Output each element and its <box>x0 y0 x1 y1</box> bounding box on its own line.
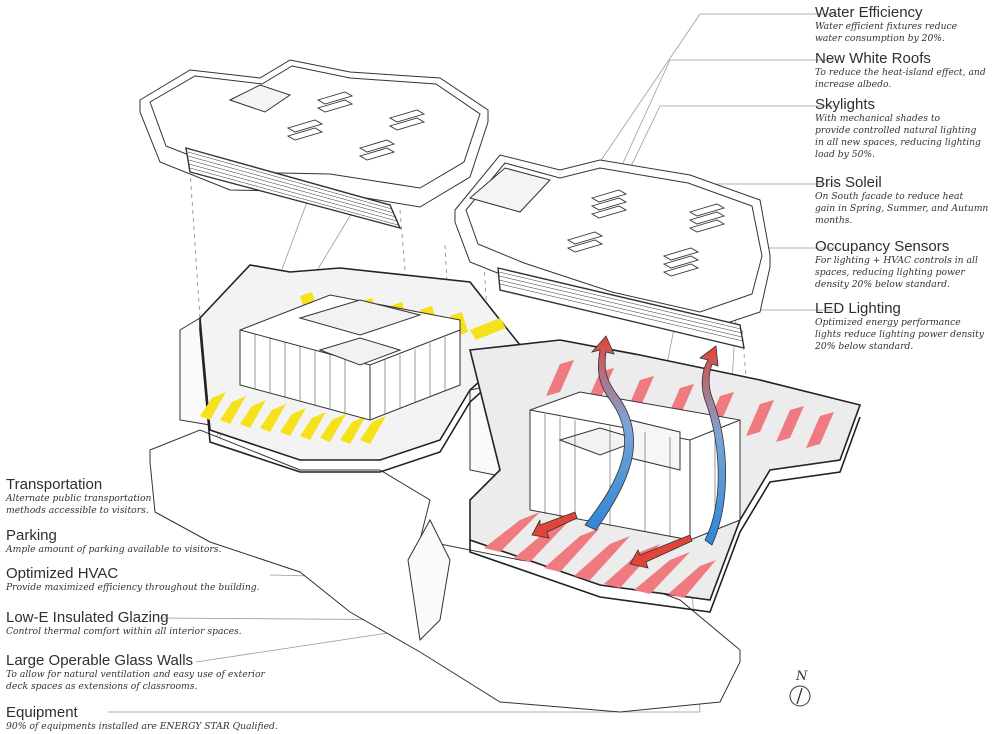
north-label: N <box>796 669 808 684</box>
annotation-line: load by 50%. <box>815 149 876 160</box>
annotation-skylights: Skylights With mechanical shades to prov… <box>815 96 995 161</box>
floor-plate-left <box>199 264 522 473</box>
annotation-line: density 20% below standard. <box>815 279 950 290</box>
annotation-title: Parking <box>6 527 57 544</box>
floor-plate-right <box>469 339 862 613</box>
annotation-line: 20% below standard. <box>815 341 914 352</box>
annotation-transportation: Transportation Alternate public transpor… <box>6 476 336 517</box>
annotation-line: On South facade to reduce heat <box>815 191 964 202</box>
airflow-arrows <box>531 335 727 569</box>
annotation-line: To allow for natural ventilation and eas… <box>6 669 265 680</box>
annotation-optimized-hvac: Optimized HVAC Provide maximized efficie… <box>6 565 336 594</box>
annotation-line: Control thermal comfort within all inter… <box>6 626 242 637</box>
annotation-line: spaces, reducing lighting power <box>815 267 965 278</box>
annotation-occupancy-sensors: Occupancy Sensors For lighting + HVAC co… <box>815 238 995 291</box>
annotation-bris-soleil: Bris Soleil On South facade to reduce he… <box>815 174 995 227</box>
annotation-line: methods accessible to visitors. <box>6 505 149 516</box>
annotation-line: deck spaces as extensions of classrooms. <box>6 681 198 692</box>
annotation-parking: Parking Ample amount of parking availabl… <box>6 527 336 556</box>
annotation-title: Bris Soleil <box>815 174 882 191</box>
annotation-line: Ample amount of parking available to vis… <box>6 544 222 555</box>
annotation-line: Provide maximized efficiency throughout … <box>6 582 260 593</box>
annotation-title: New White Roofs <box>815 50 931 67</box>
annotation-line: increase albedo. <box>815 79 892 90</box>
annotation-line: provide controlled natural lighting <box>815 125 977 136</box>
annotation-new-white-roofs: New White Roofs To reduce the heat-islan… <box>815 50 995 91</box>
annotation-line: Optimized energy performance <box>815 317 961 328</box>
annotation-low-e-glazing: Low-E Insulated Glazing Control thermal … <box>6 609 336 638</box>
annotation-line: To reduce the heat-island effect, and <box>815 67 986 78</box>
annotation-line: months. <box>815 215 853 226</box>
annotation-title: Large Operable Glass Walls <box>6 652 194 669</box>
annotation-title: Skylights <box>815 96 876 113</box>
annotation-line: With mechanical shades to <box>815 113 941 124</box>
annotation-line: 90% of equipments installed are ENERGY S… <box>6 721 278 732</box>
annotation-operable-glass-walls: Large Operable Glass Walls To allow for … <box>6 652 336 693</box>
annotation-title: Water Efficiency <box>815 4 923 21</box>
annotation-title: Equipment <box>6 704 78 721</box>
annotation-line: in all new spaces, reducing lighting <box>815 137 981 148</box>
annotation-title: Occupancy Sensors <box>815 238 950 255</box>
annotation-led-lighting: LED Lighting Optimized energy performanc… <box>815 300 995 353</box>
annotation-line: Alternate public transportation <box>6 493 152 504</box>
annotation-title: Optimized HVAC <box>6 565 119 582</box>
annotation-line: water consumption by 20%. <box>815 33 945 44</box>
annotation-water-efficiency: Water Efficiency Water efficient fixture… <box>815 4 995 45</box>
roof-plate-upper-right <box>454 154 771 349</box>
north-arrow: N <box>787 669 813 708</box>
annotation-line: lights reduce lighting power density <box>815 329 984 340</box>
annotation-title: Low-E Insulated Glazing <box>6 609 169 626</box>
north-arrow-icon <box>789 685 811 707</box>
annotation-line: gain in Spring, Summer, and Autumn <box>815 203 989 214</box>
annotation-equipment: Equipment 90% of equipments installed ar… <box>6 704 336 733</box>
annotation-line: For lighting + HVAC controls in all <box>815 255 978 266</box>
roof-plate-upper-left <box>139 59 489 230</box>
annotation-line: Water efficient fixtures reduce <box>815 21 958 32</box>
annotation-title: LED Lighting <box>815 300 901 317</box>
annotation-title: Transportation <box>6 476 103 493</box>
